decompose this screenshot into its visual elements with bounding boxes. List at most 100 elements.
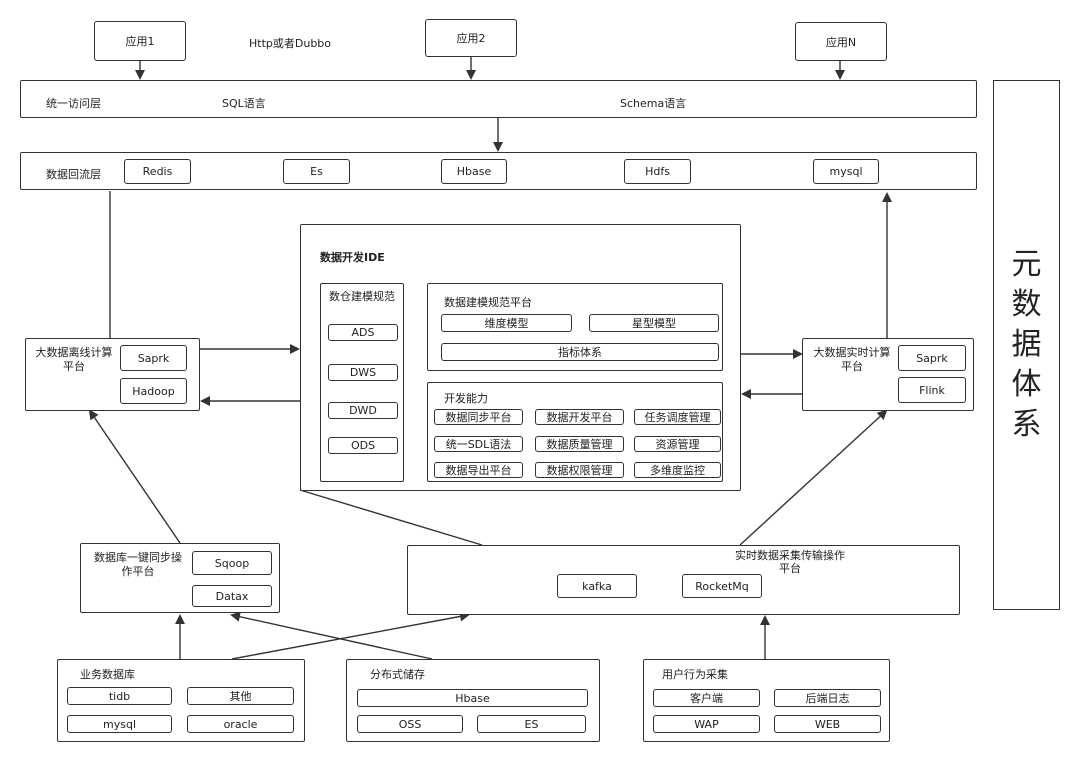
storage-es-label: ES [524, 717, 539, 731]
offline-hadoop: Hadoop [120, 378, 187, 404]
capability-title: 开发能力 [444, 392, 488, 405]
tool-rocketmq-label: RocketMq [695, 579, 749, 593]
return-layer-title: 数据回流层 [46, 168, 101, 181]
access-layer [20, 80, 977, 118]
app1-label: 应用1 [125, 35, 155, 48]
offline-saprk: Saprk [120, 345, 187, 371]
cap-export-label: 数据导出平台 [445, 464, 512, 477]
metadata-char-3: 据 [1011, 327, 1042, 362]
layer-dws-label: DWS [349, 366, 377, 379]
realtime-flink-label: Flink [919, 383, 945, 397]
tool-datax-label: Datax [215, 589, 249, 603]
store-hdfs-label: Hdfs [645, 165, 670, 178]
metadata-char-2: 数 [1011, 287, 1042, 322]
behavior-backend-log-label: 后端日志 [805, 692, 850, 705]
cap-dev-label: 数据开发平台 [546, 411, 613, 424]
db-other: 其他 [187, 687, 294, 705]
cap-dev: 数据开发平台 [535, 409, 624, 425]
offline-saprk-label: Saprk [137, 351, 170, 365]
model-dimension: 维度模型 [441, 314, 572, 332]
cap-sync-label: 数据同步平台 [445, 411, 512, 424]
cap-export: 数据导出平台 [434, 462, 523, 478]
cap-schedule: 任务调度管理 [634, 409, 721, 425]
tool-kafka-label: kafka [582, 579, 612, 593]
store-es-label: Es [310, 165, 323, 178]
tool-kafka: kafka [557, 574, 637, 598]
offline-hadoop-label: Hadoop [132, 384, 175, 398]
cap-resource-label: 资源管理 [655, 438, 700, 451]
arrow-storage-dbsync [230, 611, 433, 660]
metadata-char-4: 体 [1011, 367, 1042, 402]
behavior-web-label: WEB [814, 717, 841, 731]
db-oracle: oracle [187, 715, 294, 733]
layer-dws: DWS [328, 364, 398, 381]
model-star-label: 星型模型 [632, 317, 676, 330]
store-hdfs: Hdfs [624, 159, 691, 184]
cap-permission-label: 数据权限管理 [546, 464, 613, 477]
offline-compute-title: 大数据离线计算平台 [35, 346, 113, 373]
metadata-char-1: 元 [1011, 247, 1042, 282]
cap-sync: 数据同步平台 [434, 409, 523, 425]
tool-datax: Datax [192, 585, 272, 607]
behavior-web: WEB [774, 715, 881, 733]
protocol-label: Http或者Dubbo [249, 37, 332, 50]
metadata-system-box: 元 数 据 体 系 [993, 80, 1060, 610]
realtime-compute-title: 大数据实时计算平台 [813, 346, 891, 373]
cap-quality: 数据质量管理 [535, 436, 624, 452]
app1-box: 应用1 [94, 21, 186, 61]
layer-ods: ODS [328, 437, 398, 454]
storage-es: ES [477, 715, 586, 733]
storage-oss-label: OSS [398, 717, 422, 731]
model-star: 星型模型 [589, 314, 719, 332]
db-oracle-label: oracle [223, 717, 258, 731]
store-redis-label: Redis [142, 165, 173, 178]
cap-quality-label: 数据质量管理 [546, 438, 613, 451]
storage-hbase: Hbase [357, 689, 588, 707]
store-hbase: Hbase [441, 159, 507, 184]
app2-label: 应用2 [456, 32, 486, 45]
storage-oss: OSS [357, 715, 463, 733]
layer-ads: ADS [328, 324, 398, 341]
behavior-wap-label: WAP [694, 717, 719, 731]
ide-title: 数据开发IDE [320, 251, 385, 264]
behavior-client: 客户端 [653, 689, 760, 707]
dist-storage-title: 分布式储存 [370, 668, 425, 681]
metadata-char-5: 系 [1011, 407, 1042, 442]
layer-dwd: DWD [328, 402, 398, 419]
realtime-flink: Flink [898, 377, 966, 403]
arrow-dbsync-offline [88, 409, 181, 544]
cap-sdl-label: 统一SDL语法 [445, 438, 512, 451]
db-tidb-label: tidb [108, 689, 131, 703]
appN-box: 应用N [795, 22, 887, 61]
store-mysql-label: mysql [829, 165, 863, 178]
db-mysql-label: mysql [103, 717, 136, 731]
arrow-bizdb-rtcollect [231, 611, 470, 660]
cap-schedule-label: 任务调度管理 [644, 411, 711, 424]
store-mysql: mysql [813, 159, 879, 184]
store-hbase-label: Hbase [456, 165, 492, 178]
model-metrics-label: 指标体系 [558, 346, 602, 359]
appN-label: 应用N [825, 35, 857, 49]
model-metrics: 指标体系 [441, 343, 719, 361]
tool-rocketmq: RocketMq [682, 574, 762, 598]
tool-sqoop: Sqoop [192, 551, 272, 575]
access-layer-schema: Schema语言 [620, 97, 687, 110]
cap-sdl: 统一SDL语法 [434, 436, 523, 452]
layer-ods-label: ODS [350, 439, 376, 452]
access-layer-sql: SQL语言 [222, 97, 266, 110]
store-redis: Redis [124, 159, 191, 184]
cap-resource: 资源管理 [634, 436, 721, 452]
db-sync-title: 数据库一键同步操作平台 [94, 551, 182, 578]
arrow-rtcollect-realtime [739, 409, 888, 546]
line-rtcollect-ide [299, 489, 483, 546]
behavior-wap: WAP [653, 715, 760, 733]
layer-dwd-label: DWD [349, 404, 377, 417]
behavior-client-label: 客户端 [690, 692, 723, 705]
cap-monitor-label: 多维度监控 [650, 464, 705, 477]
modeling-title: 数据建模规范平台 [444, 296, 532, 309]
layer-ads-label: ADS [351, 326, 375, 339]
db-tidb: tidb [67, 687, 172, 705]
model-dimension-label: 维度模型 [484, 317, 529, 330]
behavior-backend-log: 后端日志 [774, 689, 881, 707]
user-behavior-title: 用户行为采集 [662, 668, 728, 681]
